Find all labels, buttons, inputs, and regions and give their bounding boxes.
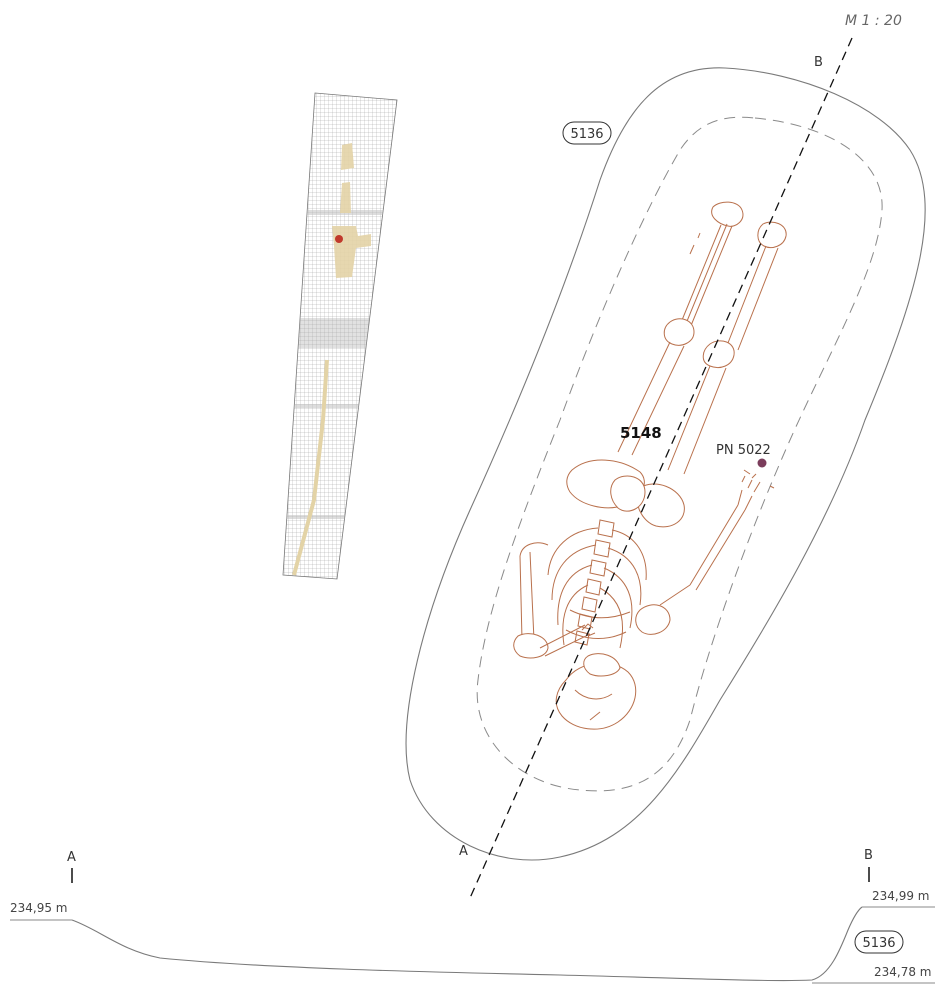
scale-label: M 1 : 20 xyxy=(845,13,902,29)
elevation-right-top: 234,99 m xyxy=(872,889,930,903)
find-label: PN 5022 xyxy=(716,443,771,458)
profile-ground-line xyxy=(71,906,863,982)
section-end-label: B xyxy=(814,55,823,70)
skeleton-label: 5148 xyxy=(620,424,662,442)
profile-right-label: B xyxy=(864,848,873,863)
left-arm xyxy=(513,542,596,659)
grid-highlight-1 xyxy=(341,143,354,170)
right-leg xyxy=(667,221,787,475)
profile-section: A B 234,95 m 234,99 m 234,78 m 5136 xyxy=(10,848,935,984)
feature-label-text: 5136 xyxy=(570,127,603,142)
left-leg xyxy=(617,201,744,456)
grid-highlight-2 xyxy=(340,182,351,213)
section-line-a-b: B A xyxy=(459,37,853,899)
sample-location-marker xyxy=(335,235,343,243)
inner-dashed-outline xyxy=(476,116,883,792)
pit-outline-5136 xyxy=(405,67,926,861)
skeleton-5148: 5148 xyxy=(513,201,787,730)
find-marker xyxy=(757,458,767,468)
profile-feature-label: 5136 xyxy=(854,930,904,954)
skull xyxy=(555,653,637,730)
right-arm xyxy=(635,469,775,635)
elevation-right-bottom: 234,78 m xyxy=(874,965,932,979)
rib-cage xyxy=(547,527,647,649)
section-start-label: A xyxy=(459,844,468,859)
profile-feature-label-text: 5136 xyxy=(862,936,895,951)
find-pn-5022: PN 5022 xyxy=(716,443,771,468)
spine xyxy=(574,519,615,646)
profile-left-label: A xyxy=(67,850,76,865)
feature-label-5136: 5136 xyxy=(562,121,612,145)
elevation-left: 234,95 m xyxy=(10,901,68,915)
pelvis xyxy=(566,459,685,528)
grid-highlight-line xyxy=(292,359,329,576)
locator-grid-strip xyxy=(282,92,398,580)
